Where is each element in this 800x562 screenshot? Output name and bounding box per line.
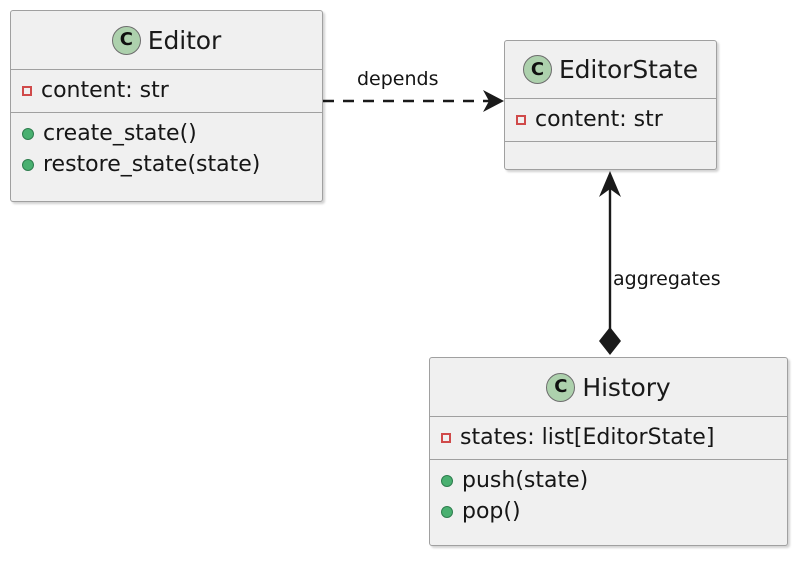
method-text: create_state()	[43, 121, 197, 147]
edge-label-aggregates: aggregates	[613, 268, 721, 290]
class-box-editor[interactable]: C Editor content: str create_state() res…	[10, 10, 323, 202]
method-text: pop()	[462, 499, 521, 525]
attribute-text: states: list[EditorState]	[460, 425, 715, 450]
depends-open-arrow-icon	[483, 90, 504, 112]
attribute-row[interactable]: content: str	[505, 104, 716, 135]
relationship-aggregates	[599, 171, 621, 355]
class-name-editor: Editor	[147, 25, 222, 55]
methods-compartment-editor: create_state() restore_state(state)	[11, 113, 322, 186]
method-row[interactable]: push(state)	[430, 465, 787, 496]
method-row[interactable]: restore_state(state)	[11, 149, 322, 180]
method-row[interactable]: pop()	[430, 496, 787, 527]
class-box-history[interactable]: C History states: list[EditorState] push…	[429, 357, 788, 546]
methods-compartment-editorstate	[505, 142, 716, 156]
aggregates-open-arrow-icon	[599, 171, 621, 197]
class-title-history: C History	[430, 358, 787, 417]
attribute-square-icon	[22, 85, 32, 96]
class-title-editorstate: C EditorState	[505, 41, 716, 99]
attributes-compartment-editorstate: content: str	[505, 99, 716, 143]
class-box-editorstate[interactable]: C EditorState content: str	[504, 40, 717, 170]
attribute-square-icon	[441, 432, 451, 443]
aggregates-filled-diamond-icon	[599, 327, 621, 355]
class-name-history: History	[582, 372, 671, 402]
method-row[interactable]: create_state()	[11, 118, 322, 149]
class-name-editorstate: EditorState	[558, 55, 699, 84]
method-circle-icon	[22, 158, 34, 171]
attribute-row[interactable]: content: str	[11, 75, 322, 106]
class-icon-c: C	[111, 25, 141, 55]
class-icon-c: C	[522, 55, 552, 84]
method-circle-icon	[441, 505, 453, 518]
relationship-depends	[323, 90, 504, 112]
class-title-editor: C Editor	[11, 11, 322, 70]
methods-compartment-history: push(state) pop()	[430, 460, 787, 533]
method-circle-icon	[441, 474, 453, 487]
attributes-compartment-history: states: list[EditorState]	[430, 417, 787, 461]
method-text: restore_state(state)	[43, 152, 261, 178]
method-text: push(state)	[462, 468, 589, 494]
attribute-row[interactable]: states: list[EditorState]	[430, 422, 787, 453]
method-circle-icon	[22, 127, 34, 140]
edge-label-depends: depends	[357, 68, 439, 90]
attribute-text: content: str	[535, 107, 663, 132]
attribute-text: content: str	[41, 78, 169, 103]
class-icon-c: C	[546, 372, 576, 402]
attribute-square-icon	[516, 114, 526, 125]
attributes-compartment-editor: content: str	[11, 70, 322, 114]
